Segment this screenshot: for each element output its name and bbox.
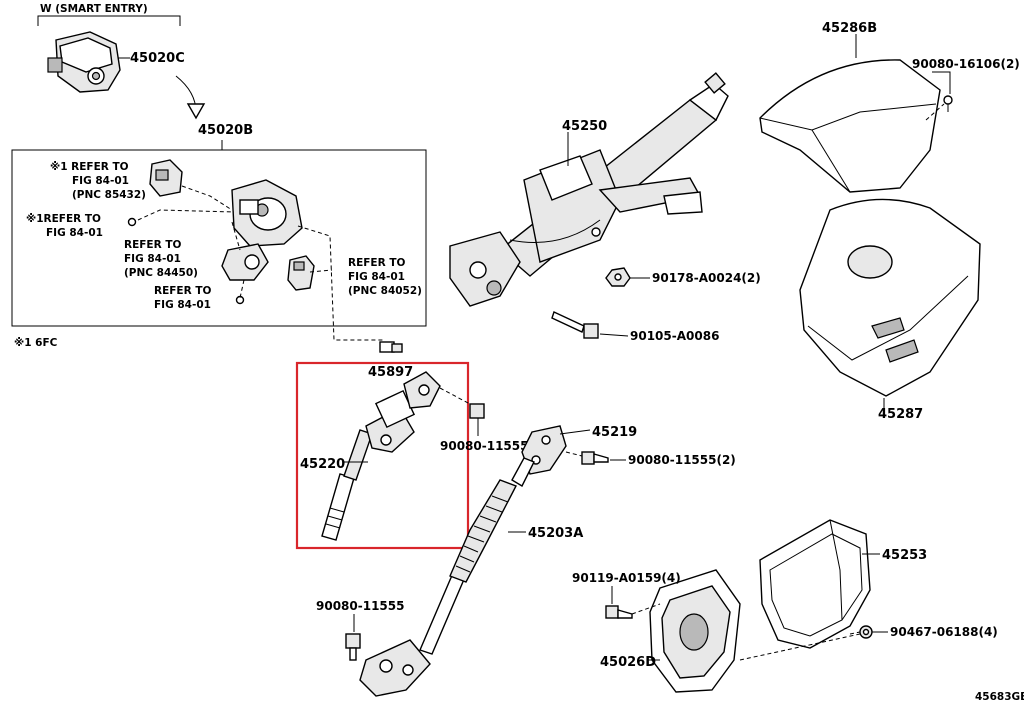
label-45286B: 45286B <box>822 21 877 36</box>
smart-entry-label: W (SMART ENTRY) <box>40 3 148 15</box>
label-90080-11555-b: 90080-11555 <box>316 599 404 613</box>
label-45203A: 45203A <box>528 526 583 541</box>
nut-90467-06188[interactable] <box>859 625 873 639</box>
label-45250: 45250 <box>562 119 607 134</box>
label-45020C: 45020C <box>130 51 185 66</box>
lower-shaft-45203A[interactable] <box>359 457 535 697</box>
bolt-90080-11555-a[interactable] <box>469 403 485 419</box>
label-90467-06188: 90467-06188(4) <box>890 625 998 639</box>
dust-seal-45026D[interactable] <box>649 569 741 693</box>
switch-part-85432[interactable] <box>149 159 183 197</box>
ref-2: ※1REFER TO FIG 84-01 <box>26 213 105 239</box>
label-90080-11555-a: 90080-11555 <box>440 439 528 453</box>
label-45020B: 45020B <box>198 123 253 138</box>
boot-cover-45253[interactable] <box>759 519 871 649</box>
label-45026D: 45026D <box>600 655 656 670</box>
label-90105-A0086: 90105-A0086 <box>630 329 719 343</box>
label-45219: 45219 <box>592 425 637 440</box>
arrow-icon <box>175 75 206 120</box>
bolt-90080-11555-b[interactable] <box>345 633 361 661</box>
ignition-housing[interactable] <box>231 179 303 247</box>
intermediate-shaft-45220[interactable] <box>321 371 441 541</box>
steering-column-45250[interactable] <box>449 72 729 307</box>
label-45287: 45287 <box>878 407 923 422</box>
nut-90178[interactable] <box>605 267 631 287</box>
assembly-45020B-box <box>11 149 427 327</box>
lower-cover-45287[interactable] <box>799 198 981 397</box>
bolt-90080-11555-2[interactable] <box>581 451 609 465</box>
label-90119-A0159: 90119-A0159(4) <box>572 571 681 585</box>
highlight-box-45220 <box>295 361 470 550</box>
label-45220: 45220 <box>300 457 345 472</box>
figure-id: 45683GB <box>975 691 1024 703</box>
ref-5: REFER TO FIG 84-01 (PNC 84052) <box>348 257 422 297</box>
ref-3: REFER TO FIG 84-01 (PNC 84450) <box>124 239 198 279</box>
ref-1: ※1 REFER TO FIG 84-01 (PNC 85432) <box>50 161 146 201</box>
screw-icon <box>127 217 245 305</box>
label-45897: 45897 <box>368 365 413 380</box>
sensor-part-84052[interactable] <box>287 255 315 291</box>
label-90080-16106: 90080-16106(2) <box>912 57 1020 71</box>
ref-4: REFER TO FIG 84-01 <box>154 285 215 311</box>
label-90080-11555-2: 90080-11555(2) <box>628 453 736 467</box>
screw-90080-16106[interactable] <box>943 95 953 112</box>
smart-entry-callout: W (SMART ENTRY) <box>37 3 181 26</box>
label-90178-A0024: 90178-A0024(2) <box>652 271 761 285</box>
bolt-45897[interactable] <box>379 341 403 353</box>
bolt-90105[interactable] <box>551 311 599 339</box>
label-45253: 45253 <box>882 548 927 563</box>
part-45020C-drawing[interactable] <box>47 31 130 93</box>
upper-cover-45286B[interactable] <box>759 59 941 193</box>
footnote: ※1 6FC <box>14 337 58 349</box>
transponder-part-84450[interactable] <box>221 243 269 281</box>
bolt-90119-A0159[interactable] <box>605 605 633 619</box>
